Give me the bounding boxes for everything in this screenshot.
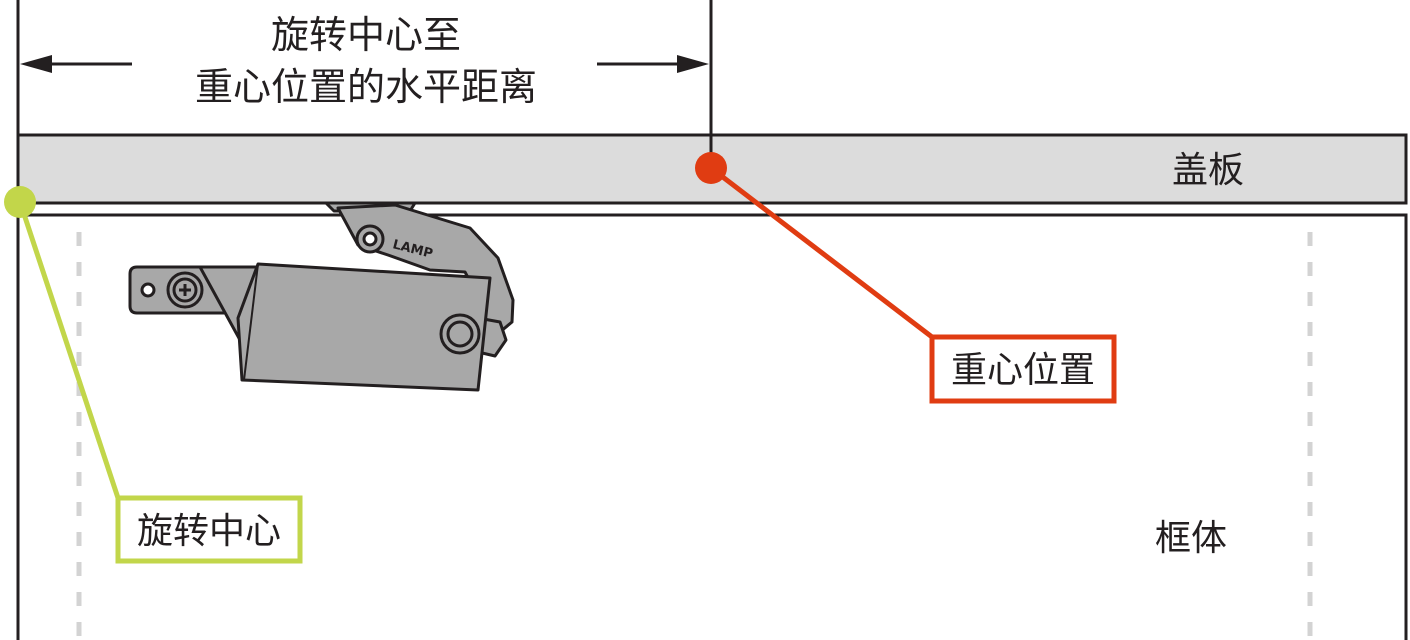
rotation-center-label: 旋转中心 — [137, 511, 281, 552]
dimension-arrowhead-left — [20, 55, 52, 73]
center-of-gravity-callout: 重心位置 — [695, 152, 1117, 404]
center-of-gravity-dot — [695, 152, 727, 184]
dimension-label-line2: 重心位置的水平距离 — [195, 65, 537, 109]
damper-device: LAMP — [128, 201, 515, 392]
center-of-gravity-label: 重心位置 — [951, 350, 1095, 391]
frame-label: 框体 — [1155, 518, 1227, 559]
dimension-label-line1: 旋转中心至 — [271, 13, 461, 57]
dimension-arrowhead-right — [677, 55, 709, 73]
frame-body — [16, 213, 1408, 640]
center-of-gravity-box — [929, 334, 1117, 404]
device-body-seam — [243, 263, 259, 381]
cover-plate-label: 盖板 — [1172, 150, 1244, 191]
rotation-center-box — [115, 495, 303, 564]
device-body-boss-inner — [446, 320, 474, 348]
rotation-center-dot — [4, 186, 36, 218]
device-screw-cross — [179, 284, 191, 296]
frame-outline — [16, 213, 1408, 640]
rotation-center-callout: 旋转中心 — [4, 186, 303, 564]
dimension-indicator: 旋转中心至 重心位置的水平距离 — [16, 0, 713, 168]
device-main-body — [236, 262, 492, 392]
device-arm-pivot-hole — [362, 231, 378, 247]
rotation-center-leader — [17, 201, 121, 499]
center-of-gravity-leader — [709, 166, 934, 339]
device-tab-hole — [140, 282, 156, 298]
